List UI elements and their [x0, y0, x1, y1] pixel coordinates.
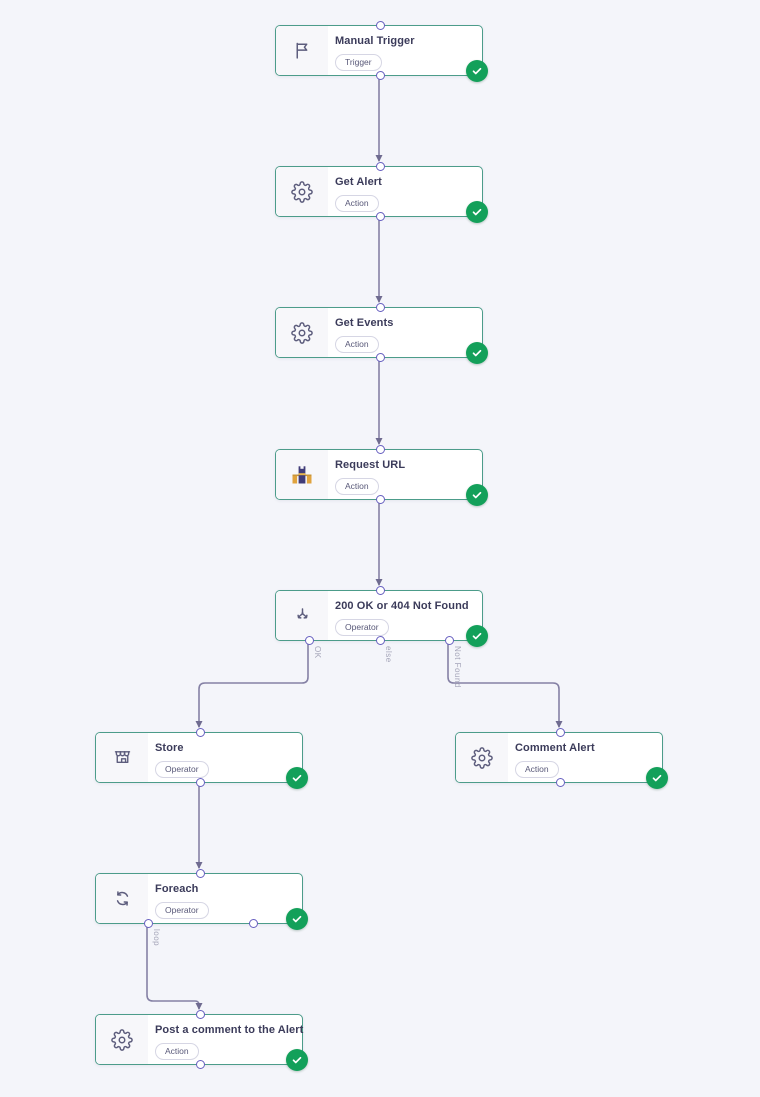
node-type-badge: Action — [335, 478, 379, 495]
node-content: Request URL Action — [328, 450, 409, 499]
node-type-badge: Action — [515, 761, 559, 778]
gear-icon — [291, 180, 313, 203]
gear-icon — [291, 321, 313, 344]
bottom-port[interactable] — [555, 778, 565, 787]
node-icon-panel — [276, 591, 328, 640]
bottom-port[interactable] — [375, 212, 385, 221]
top-port[interactable] — [195, 728, 205, 737]
top-port[interactable] — [375, 21, 385, 30]
bottom-port[interactable] — [143, 919, 153, 928]
bottom-port[interactable] — [304, 636, 314, 645]
gear-icon — [471, 746, 493, 769]
top-port[interactable] — [195, 869, 205, 878]
node-type-badge: Operator — [335, 619, 389, 636]
bottom-port[interactable] — [375, 636, 385, 645]
status-success-icon — [466, 201, 488, 223]
node-title: 200 OK or 404 Not Found — [335, 600, 469, 612]
node-title: Get Events — [335, 317, 394, 329]
node-request-url[interactable]: Request URL Action — [275, 445, 488, 506]
node-type-badge: Operator — [155, 902, 209, 919]
node-icon-panel — [276, 308, 328, 357]
node-icon-panel — [276, 26, 328, 75]
top-port[interactable] — [375, 303, 385, 312]
top-port[interactable] — [375, 445, 385, 454]
status-success-icon — [286, 1049, 308, 1071]
node-title: Get Alert — [335, 176, 382, 188]
gear-icon — [111, 1028, 133, 1051]
store-icon — [112, 747, 133, 768]
node-icon-panel — [96, 874, 148, 923]
node-title: Store — [155, 742, 184, 754]
top-port[interactable] — [375, 162, 385, 171]
node-type-badge: Action — [335, 195, 379, 212]
flag-icon — [292, 40, 313, 61]
top-port[interactable] — [195, 1010, 205, 1019]
status-success-icon — [646, 767, 668, 789]
bottom-port[interactable] — [248, 919, 258, 928]
node-title: Foreach — [155, 883, 199, 895]
node-type-badge: Trigger — [335, 54, 382, 71]
top-port[interactable] — [375, 586, 385, 595]
top-port[interactable] — [555, 728, 565, 737]
node-icon-panel — [276, 450, 328, 499]
edge-200-ok-or-404-not-found-to-store[interactable] — [195, 641, 309, 728]
status-success-icon — [466, 625, 488, 647]
port-label: loop — [152, 929, 161, 947]
bottom-port[interactable] — [444, 636, 454, 645]
edge-foreach-to-post-a-comment-to-the-alert[interactable] — [146, 924, 203, 1010]
status-success-icon — [286, 908, 308, 930]
node-title: Comment Alert — [515, 742, 595, 754]
bottom-port[interactable] — [375, 353, 385, 362]
edge-200-ok-or-404-not-found-to-comment-alert[interactable] — [447, 641, 563, 728]
bottom-port[interactable] — [195, 1060, 205, 1069]
loop-icon — [112, 888, 133, 909]
node-icon-panel — [456, 733, 508, 782]
node-icon-panel — [96, 733, 148, 782]
status-success-icon — [466, 60, 488, 82]
bottom-port[interactable] — [195, 778, 205, 787]
node-type-badge: Action — [155, 1043, 199, 1060]
bottom-port[interactable] — [375, 495, 385, 504]
status-success-icon — [466, 484, 488, 506]
port-label: OK — [313, 646, 322, 659]
status-success-icon — [466, 342, 488, 364]
node-title: Request URL — [335, 459, 406, 471]
port-label: Not Found — [453, 646, 462, 688]
node-title: Post a comment to the Alert — [155, 1024, 304, 1036]
branch-icon — [292, 605, 313, 626]
node-title: Manual Trigger — [335, 35, 415, 47]
node-icon-panel — [276, 167, 328, 216]
node-icon-panel — [96, 1015, 148, 1064]
node-type-badge: Action — [335, 336, 379, 353]
bottom-port[interactable] — [375, 71, 385, 80]
node-type-badge: Operator — [155, 761, 209, 778]
port-label: else — [384, 646, 393, 663]
llama-app-icon — [291, 464, 313, 486]
status-success-icon — [286, 767, 308, 789]
